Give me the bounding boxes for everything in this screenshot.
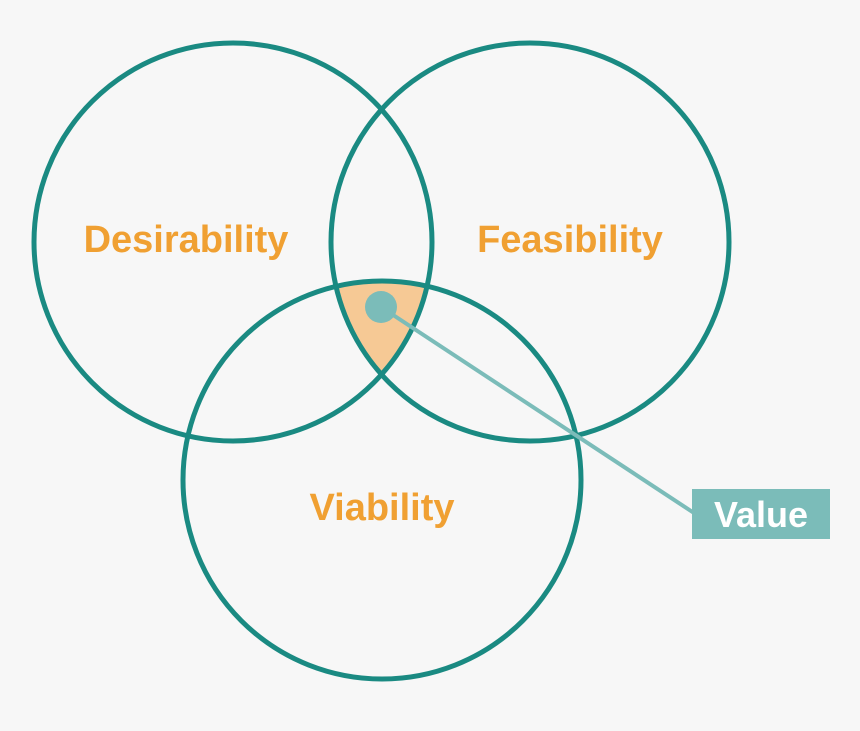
value-callout-label: Value (714, 494, 808, 535)
value-marker-dot (365, 291, 397, 323)
value-callout-box (692, 489, 830, 539)
feasibility-label: Feasibility (477, 219, 663, 261)
feasibility-circle (328, 40, 732, 444)
viability-label: Viability (309, 487, 454, 529)
desirability-circle (31, 40, 435, 444)
viability-circle (180, 278, 584, 682)
callout-leader-line (379, 305, 696, 515)
desirability-label: Desirability (84, 219, 289, 261)
